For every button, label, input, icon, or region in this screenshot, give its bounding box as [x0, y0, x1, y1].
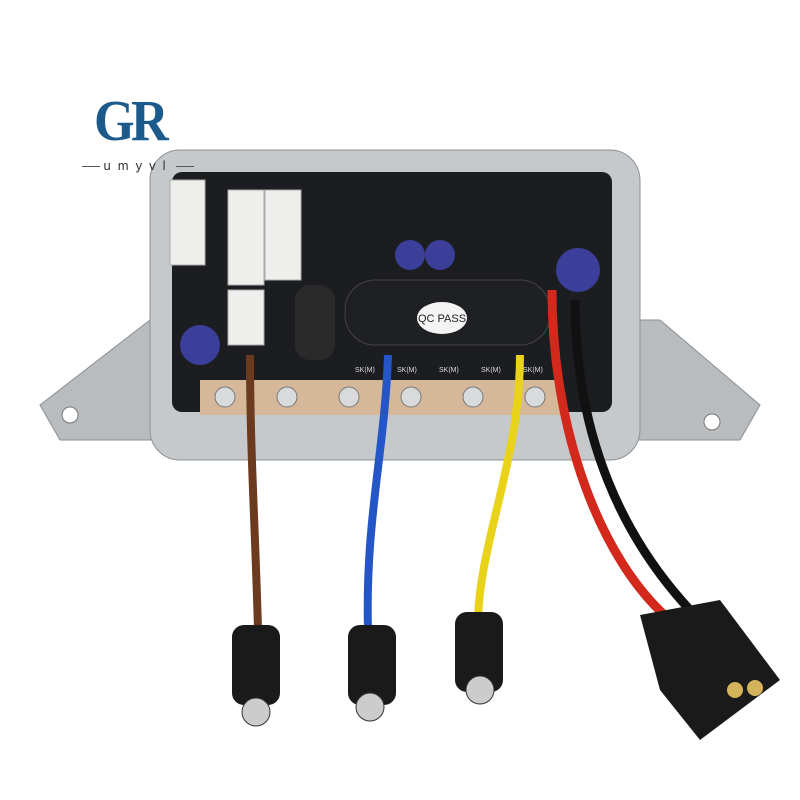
capacitor	[395, 240, 425, 270]
brown-wire	[246, 354, 262, 631]
capacitor	[556, 248, 600, 292]
yellow-wire	[474, 354, 524, 621]
white-connector	[227, 189, 265, 286]
silkscreen-label: SK(M)	[355, 367, 375, 374]
screw	[276, 386, 298, 408]
mount-hole-left	[61, 406, 79, 424]
white-connector	[264, 189, 302, 281]
black-wire	[570, 299, 694, 614]
xt-power-connector	[640, 600, 780, 740]
qc-sticker-text: QC PASS	[418, 313, 466, 325]
screw	[214, 386, 236, 408]
heatsink-bar	[200, 380, 560, 415]
inductor	[295, 285, 335, 360]
capacitor	[425, 240, 455, 270]
screw	[462, 386, 484, 408]
white-connector	[169, 179, 206, 266]
logo-mark: GR	[94, 88, 169, 153]
capacitor	[180, 325, 220, 365]
bullet-connector	[348, 625, 396, 722]
screw	[338, 386, 360, 408]
bullet-connector	[455, 612, 503, 705]
white-connector	[227, 289, 265, 346]
logo-subtext: umyvl	[68, 158, 208, 174]
red-wire	[547, 289, 673, 624]
bullet-connector	[232, 625, 280, 727]
brand-logo: GR umyvl	[68, 92, 208, 176]
silkscreen-label: SK(M)	[523, 367, 543, 374]
silkscreen-label: SK(M)	[397, 367, 417, 374]
mount-hole-right	[703, 413, 721, 431]
silkscreen-label: SK(M)	[481, 367, 501, 374]
blue-wire	[363, 354, 392, 631]
qc-sticker	[417, 302, 467, 334]
screw	[524, 386, 546, 408]
screw	[400, 386, 422, 408]
silkscreen-label: SK(M)	[439, 367, 459, 374]
